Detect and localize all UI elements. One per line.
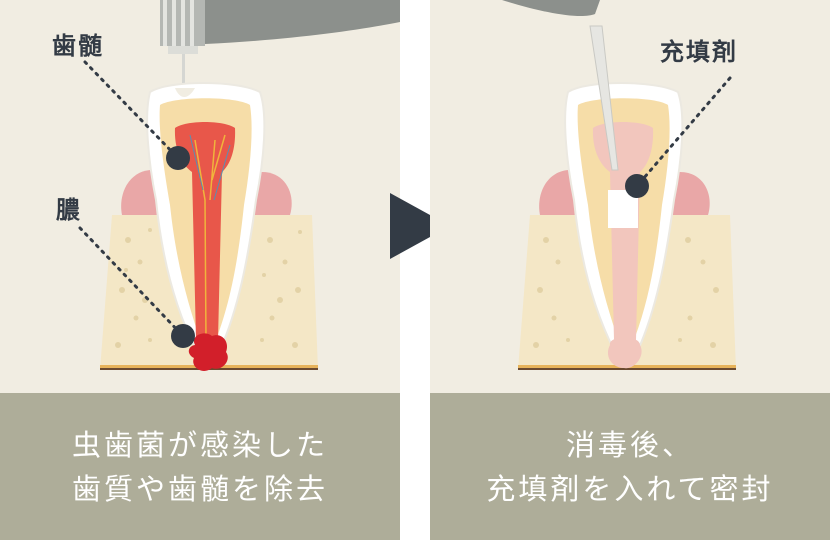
base-line-2 <box>518 368 736 370</box>
filling-nozzle <box>502 0 600 16</box>
after-caption-line1: 消毒後、 <box>566 423 694 467</box>
after-caption: 消毒後、 充填剤を入れて密封 <box>430 393 830 540</box>
after-caption-line2: 充填剤を入れて密封 <box>486 467 773 511</box>
pulp-marker <box>166 146 190 170</box>
pus-label: 膿 <box>56 190 82 225</box>
pus-marker <box>171 324 195 348</box>
before-caption: 虫歯菌が感染した 歯質や歯髄を除去 <box>0 393 400 540</box>
filling-marker <box>625 174 649 198</box>
before-caption-line2: 歯質や歯髄を除去 <box>72 467 328 511</box>
before-panel: 歯髄 膿 虫歯菌が感染した 歯質や歯髄を除去 <box>0 0 400 540</box>
pus-blob <box>189 333 228 371</box>
before-caption-line1: 虫歯菌が感染した <box>72 423 328 467</box>
pulp-label: 歯髄 <box>52 26 104 61</box>
filling-label: 充填剤 <box>660 32 738 67</box>
filled-tooth-illustration <box>430 0 830 393</box>
after-panel: 充填剤 消毒後、 充填剤を入れて密封 <box>430 0 830 540</box>
